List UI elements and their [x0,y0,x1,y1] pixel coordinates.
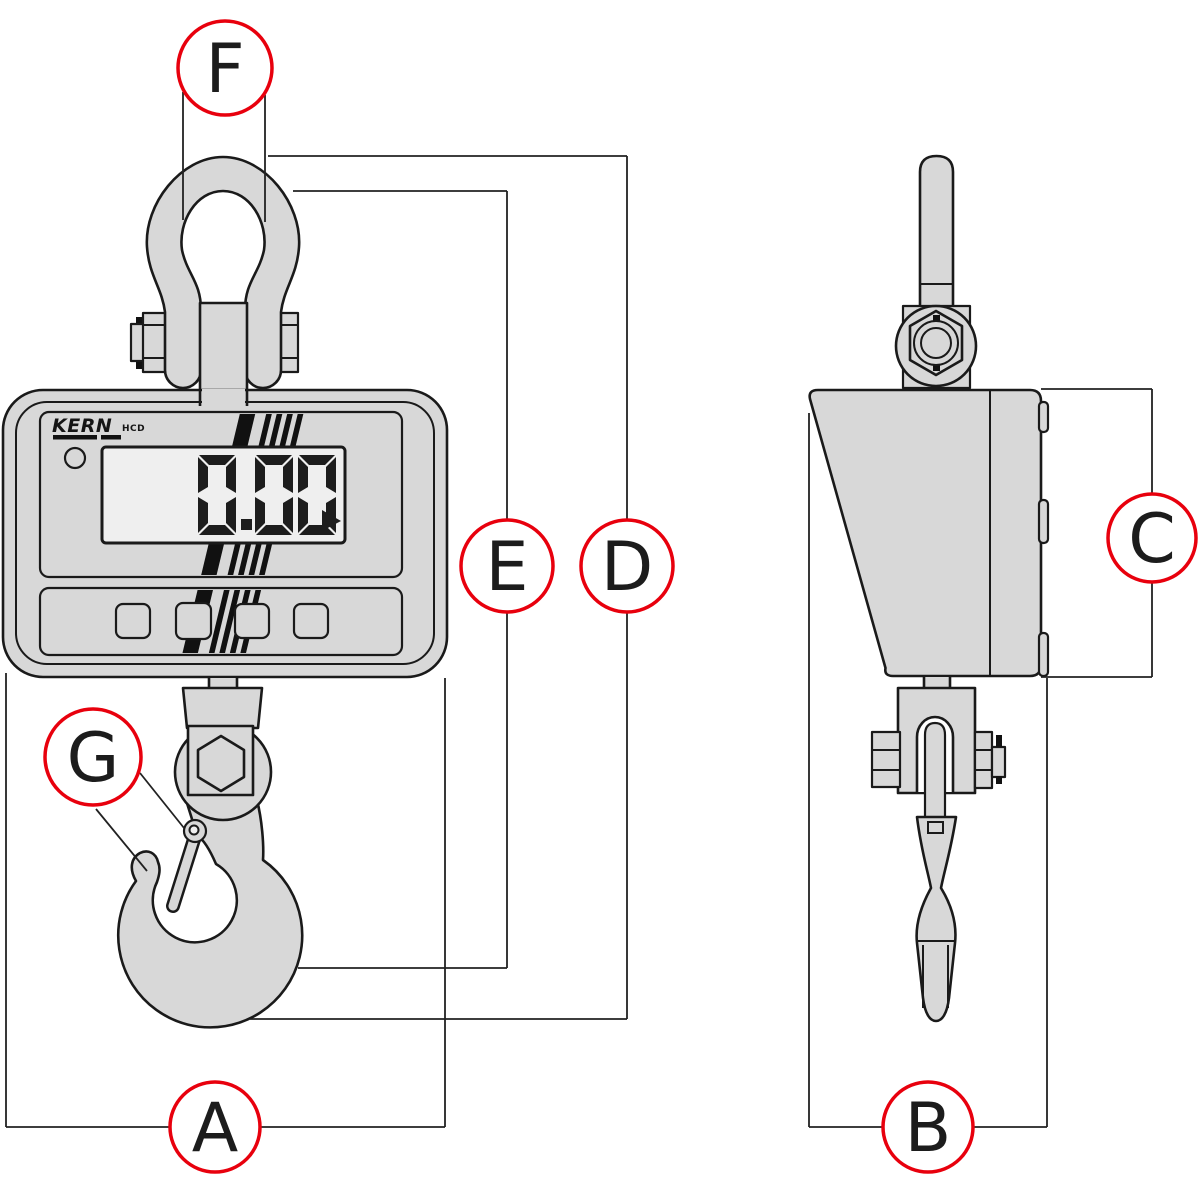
callout-F-letter: F [205,30,244,109]
hook-shank-side [923,721,947,820]
cotter-pin-icon [136,317,142,327]
scale-button-2 [174,601,213,641]
clevis-cotter-pin-icon [996,735,1002,747]
nut-mark [933,315,940,322]
clevis-cotter-pin-icon [996,776,1002,784]
clevis-nut [973,730,994,790]
latch-tip-side [927,821,944,834]
brand-underline [53,435,97,440]
block-weld-fill [202,389,245,407]
callout-A-letter: A [192,1089,239,1168]
scale-button-4 [292,602,330,640]
shackle-pin-block-fill [200,303,247,406]
load-hook-front [116,798,304,1029]
block-weld-edges [198,389,249,406]
hook-side-details [916,940,955,1008]
callout-A: A [168,1080,262,1174]
nut-mark [933,364,940,371]
dim-B-bracket [808,413,1048,1128]
dim-A-bracket [5,673,446,1128]
dim-G-leaders [95,772,185,872]
callout-G-letter: G [67,719,120,798]
dim-D-bracket [250,155,628,1020]
clevis-bolt-facets [872,749,900,771]
clevis-nut-facets [975,749,992,771]
callout-C: C [1106,492,1198,584]
callout-G: G [43,707,143,807]
shackle-bolt [129,311,300,374]
callout-C-letter: C [1128,500,1175,579]
swivel-hex-nut-icon [196,734,246,793]
callout-F: F [176,19,274,117]
dim-F-leaders [182,92,266,222]
display-pointer-icon [322,510,341,531]
button-row [114,601,330,641]
callout-D: D [579,518,675,614]
hinge-tab [1037,498,1050,545]
brand-model-text: HCD [122,424,145,434]
dimension-lines [5,92,1153,1128]
dim-C-bracket [1041,388,1153,678]
scale-body-side [808,388,1043,678]
hinge-tab [1037,400,1050,434]
brand-text: KERN [52,415,112,437]
pin-circle-outer [913,320,959,366]
front-view: KERN HCD [1,155,449,1029]
scale-button-1 [114,602,152,640]
callout-D-letter: D [601,528,653,607]
side-view [808,154,1050,1023]
bolt-nut-facets [280,324,298,359]
swivel-shoulder [181,686,264,730]
callout-E: E [459,518,555,614]
pin-hex-nut-icon [908,309,964,377]
pin-circle-inner [920,327,952,359]
bolt-head-facets [143,324,167,359]
safety-latch [166,818,208,913]
bolt-head [141,311,169,374]
callout-labels: F E D G A B C [43,19,1198,1174]
callout-B-letter: B [905,1089,952,1168]
dim-E-bracket [293,190,508,969]
shackle-pin-block [198,301,249,406]
load-hook-side [915,815,958,1023]
led-indicator-icon [63,446,87,470]
callout-B: B [881,1080,975,1174]
suspension-eye-bar [918,154,955,318]
scale-button-3 [233,602,271,640]
latch-pivot-hole [188,824,200,836]
bolt-nut [278,311,300,374]
callout-E-letter: E [486,528,529,607]
clevis-washer [990,745,1007,779]
brand-underline [101,435,121,440]
cotter-pin-icon [136,359,142,369]
clevis-bolt-head [870,730,902,789]
brand-logo: KERN HCD [52,415,145,440]
hinge-tab [1037,631,1050,678]
